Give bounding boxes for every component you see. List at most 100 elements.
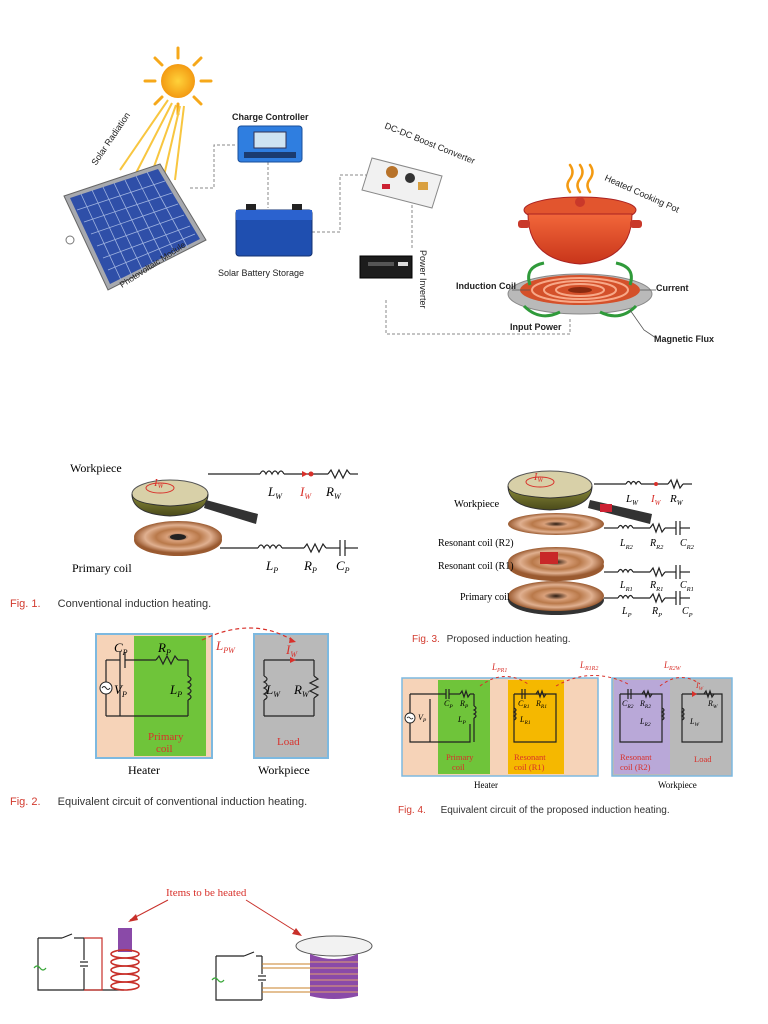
fig1-current-arrow-icon (302, 471, 308, 477)
pointer-arrowhead-left (128, 914, 138, 922)
fig4-resonant-r1-label-1: Resonant (514, 752, 546, 762)
fig1-workpiece-label: Workpiece (70, 461, 122, 475)
fig2-rw: RW (293, 682, 310, 699)
fig4-lw: LW (689, 717, 699, 728)
fig4-caption: Fig. 4. Equivalent circuit of the propos… (398, 805, 670, 816)
fig1-rw: RW (325, 484, 342, 501)
left-coil-icon (110, 949, 140, 991)
fig4-lr1r2: LR1R2 (579, 660, 598, 672)
fig4-rw: RW (707, 699, 718, 710)
fig2-caption: Fig. 2. Equivalent circuit of convention… (10, 796, 307, 808)
fig4-resonant-r1-box (508, 680, 564, 774)
fig2-load-label: Load (277, 736, 300, 748)
charge-controller-icon (237, 125, 303, 163)
fig3-workpiece-label: Workpiece (454, 499, 500, 510)
fig1-iw: IW (299, 484, 312, 501)
fig2-heater-label: Heater (128, 763, 160, 777)
left-heated-item (118, 928, 132, 952)
fig4-rr2: RR2 (639, 699, 651, 710)
battery-storage-label: Solar Battery Storage (218, 268, 304, 278)
fig1-rp: RP (303, 558, 317, 575)
fig3-lp: LP (621, 606, 632, 619)
coil-leader-lines (512, 289, 657, 339)
pan-icon (131, 479, 258, 524)
fig4-lp: LP (457, 715, 466, 726)
fig3-resonant-r2-label: Resonant coil (R2) (438, 538, 514, 549)
fig1-primary-circuit (220, 540, 358, 556)
fig3-rr2: RR2 (649, 538, 664, 551)
fig3-current-dot (654, 482, 658, 486)
system-connectors (190, 144, 571, 335)
battery-icon (235, 204, 313, 257)
fig4-primary-label-2: coil (452, 762, 465, 772)
solar-system-diagram: Solar Radiation Photovoltaic (63, 46, 714, 344)
fig3-lw: LW (625, 493, 639, 507)
fig4-proposed-equivalent-circuit: LPR1 LR1R2 LR2W VP CP RP LP CR1 RR1 LR1 … (398, 660, 733, 816)
fig4-lr2w: LR2W (663, 660, 682, 672)
solar-rays (119, 99, 185, 181)
fig3-iw-on-pan: IW (533, 472, 544, 484)
boost-converter-label: DC-DC Boost Converter (383, 121, 476, 166)
fig4-heater-box (401, 677, 599, 777)
fig3-lr1: LR1 (619, 580, 633, 593)
fig2-rp: RP (157, 640, 171, 657)
right-feed-lines (262, 963, 310, 993)
fig1-caption: Fig. 1. Conventional induction heating. (10, 598, 211, 610)
fig3-resonant-r1-coil-icon (508, 547, 604, 581)
fig2-current-arrow-icon (290, 657, 296, 663)
fig4-coupling-arcs (479, 675, 701, 687)
fig4-lr2: LR2 (639, 717, 651, 728)
fig2-ac-wave (101, 686, 111, 690)
right-ac-source-icon (211, 977, 225, 983)
fig1-lw: LW (267, 484, 283, 501)
fig2-cp: CP (114, 640, 128, 657)
fig3-primary-coil-label: Primary coil (460, 592, 510, 603)
fig2-mutual-inductance-arc (201, 627, 293, 641)
fig3-resonant-r1-label: Resonant coil (R1) (438, 561, 514, 572)
fig1-iw-on-pan: IW (153, 477, 165, 490)
fig4-lpr1: LPR1 (491, 662, 507, 674)
fig2-primary-label-2: coil (156, 743, 173, 755)
charge-controller-label: Charge Controller (232, 112, 309, 122)
fig2-lpw: LPW (215, 638, 236, 655)
input-power-label: Input Power (510, 322, 562, 332)
fig4-vp: VP (418, 713, 427, 724)
right-pan-icon (295, 935, 373, 957)
fig3-caption: Fig. 3. Proposed induction heating. (412, 634, 571, 645)
fig3-circuits (594, 478, 692, 605)
primary-coil-icon (134, 521, 222, 556)
pointer-arrows (129, 899, 301, 935)
fig4-cp: CP (444, 699, 453, 710)
fig2-vp: VP (114, 682, 127, 699)
fig4-resonant-r2-label-2: coil (R2) (620, 762, 651, 772)
steam-icon (566, 163, 594, 194)
fig2-lw: LW (265, 682, 281, 699)
fig3-rp: RP (651, 606, 662, 619)
fig3-pan-icon (507, 470, 652, 524)
sun-icon (143, 46, 213, 116)
boost-converter-icon (361, 157, 443, 209)
fig4-workpiece-label: Workpiece (658, 780, 697, 790)
fig1-current-dot (308, 471, 314, 477)
fig1-conventional-induction: Workpiece IW Primary coil (10, 461, 358, 610)
fig4-resonant-r2-box (614, 680, 670, 774)
fig2-arc-arrowhead (289, 637, 296, 643)
fig2-lp: LP (169, 682, 182, 699)
fig4-current-arrow-icon (692, 691, 697, 697)
fig4-lr1: LR1 (519, 715, 531, 726)
current-label: Current (656, 283, 689, 293)
fig3-resonant-r2-coil-icon (508, 513, 604, 535)
fig3-lr2: LR2 (619, 538, 634, 551)
fig2-load-box (253, 633, 329, 759)
fig4-heater-label: Heater (474, 780, 498, 790)
left-ac-source-icon (33, 965, 47, 971)
induction-coil-label: Induction Coil (456, 281, 516, 291)
fig2-iw: IW (285, 642, 298, 659)
cooking-pot-icon (518, 196, 642, 265)
fig2-workpiece-label: Workpiece (258, 763, 310, 777)
fig2-primary-label-1: Primary (148, 731, 184, 743)
fig4-resonant-r1-label-2: coil (R1) (514, 762, 545, 772)
right-coil-icon (310, 961, 358, 993)
fig4-ac-wave (406, 716, 414, 720)
